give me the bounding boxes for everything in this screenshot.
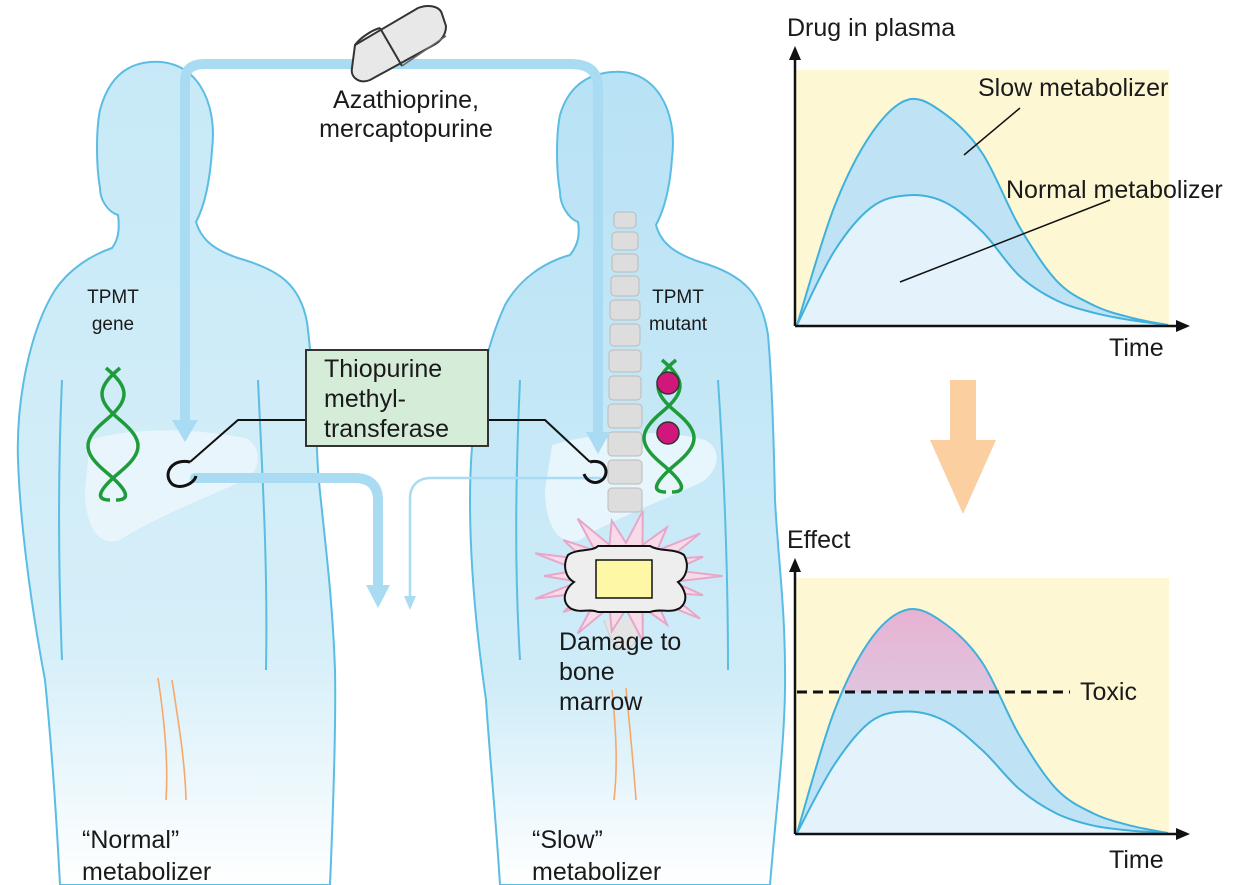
normal-effect-area <box>797 711 1168 833</box>
normal-label-leader <box>899 199 1111 283</box>
mutation-marker-2 <box>656 421 680 445</box>
normal-metabolizer-curve <box>796 194 1169 326</box>
toxic-zone-area <box>841 608 999 693</box>
right-caption-line2: metabolizer <box>532 858 661 885</box>
right-arm-line-2 <box>717 379 729 671</box>
slow-metabolizer-curve <box>796 97 1169 326</box>
right-excretion-arrowhead <box>404 596 416 610</box>
effect-y-arrowhead <box>789 558 801 572</box>
toxic-threshold-label: Toxic <box>1080 678 1137 706</box>
left-caption-line1: “Normal” <box>82 826 179 854</box>
plasma-y-arrowhead <box>789 46 801 60</box>
pill-icon <box>350 5 448 83</box>
bone-marrow-damage-icon <box>534 510 723 642</box>
right-legs <box>611 687 637 801</box>
left-excretion-arrowhead <box>366 585 390 608</box>
right-excretion-route <box>408 476 602 600</box>
left-dna-icon <box>86 366 140 502</box>
right-gene-label-line1: TPMT <box>652 287 704 308</box>
enzyme-box <box>305 349 489 447</box>
right-caption-line1: “Slow” <box>532 826 603 854</box>
plasma-x-arrowhead <box>1176 320 1190 332</box>
slow-label-leader <box>963 107 1021 156</box>
normal-metabolizer-area <box>797 195 1168 325</box>
effect-x-arrowhead <box>1176 828 1190 840</box>
plasma-chart-title: Drug in plasma <box>787 14 955 42</box>
left-gene-label-line2: gene <box>92 314 134 335</box>
slow-effect-curve <box>796 607 1169 834</box>
enzyme-label-line3: transferase <box>324 415 449 443</box>
effect-chart: Effect Time Toxic <box>787 526 1190 874</box>
drug-flow-arrows <box>172 59 610 610</box>
left-liver <box>85 430 258 542</box>
normal-effect-curve <box>796 710 1169 834</box>
enzyme-label-line2: methyl- <box>324 385 406 413</box>
drug-name-line1: Azathioprine, <box>333 86 479 114</box>
enzyme-label-line1: Thiopurine <box>324 355 442 383</box>
right-gene-label-line2: mutant <box>649 314 708 335</box>
damage-label-line3: marrow <box>559 688 643 716</box>
right-enzyme-icon <box>582 459 608 484</box>
right-arm-line <box>515 379 521 661</box>
left-gene-label-line1: TPMT <box>87 287 139 308</box>
slow-series-label: Slow metabolizer <box>978 74 1168 102</box>
left-down-arrowhead <box>172 420 198 442</box>
plasma-x-label: Time <box>1109 334 1164 362</box>
left-arm-line <box>58 379 63 661</box>
enzyme-connectors <box>189 419 591 463</box>
left-legs <box>157 677 187 801</box>
normal-metabolizer-figure <box>16 60 337 885</box>
damage-label-line2: bone <box>559 658 615 686</box>
left-excretion-route <box>190 473 383 593</box>
left-caption-line2: metabolizer <box>82 858 211 885</box>
result-arrow-icon <box>930 380 996 514</box>
left-arm-line-2 <box>257 379 268 671</box>
normal-series-label: Normal metabolizer <box>1006 176 1223 204</box>
mutation-marker-1 <box>656 371 680 395</box>
plasma-chart: Drug in plasma Time Slow metabolizer Nor… <box>787 14 1223 362</box>
drug-name-line2: mercaptopurine <box>319 115 493 143</box>
right-down-arrowhead <box>586 432 610 454</box>
effect-x-label: Time <box>1109 846 1164 874</box>
damage-label-line1: Damage to <box>559 628 681 656</box>
effect-chart-title: Effect <box>787 526 851 554</box>
slow-metabolizer-figure <box>468 70 787 885</box>
left-enzyme-icon <box>166 459 198 488</box>
